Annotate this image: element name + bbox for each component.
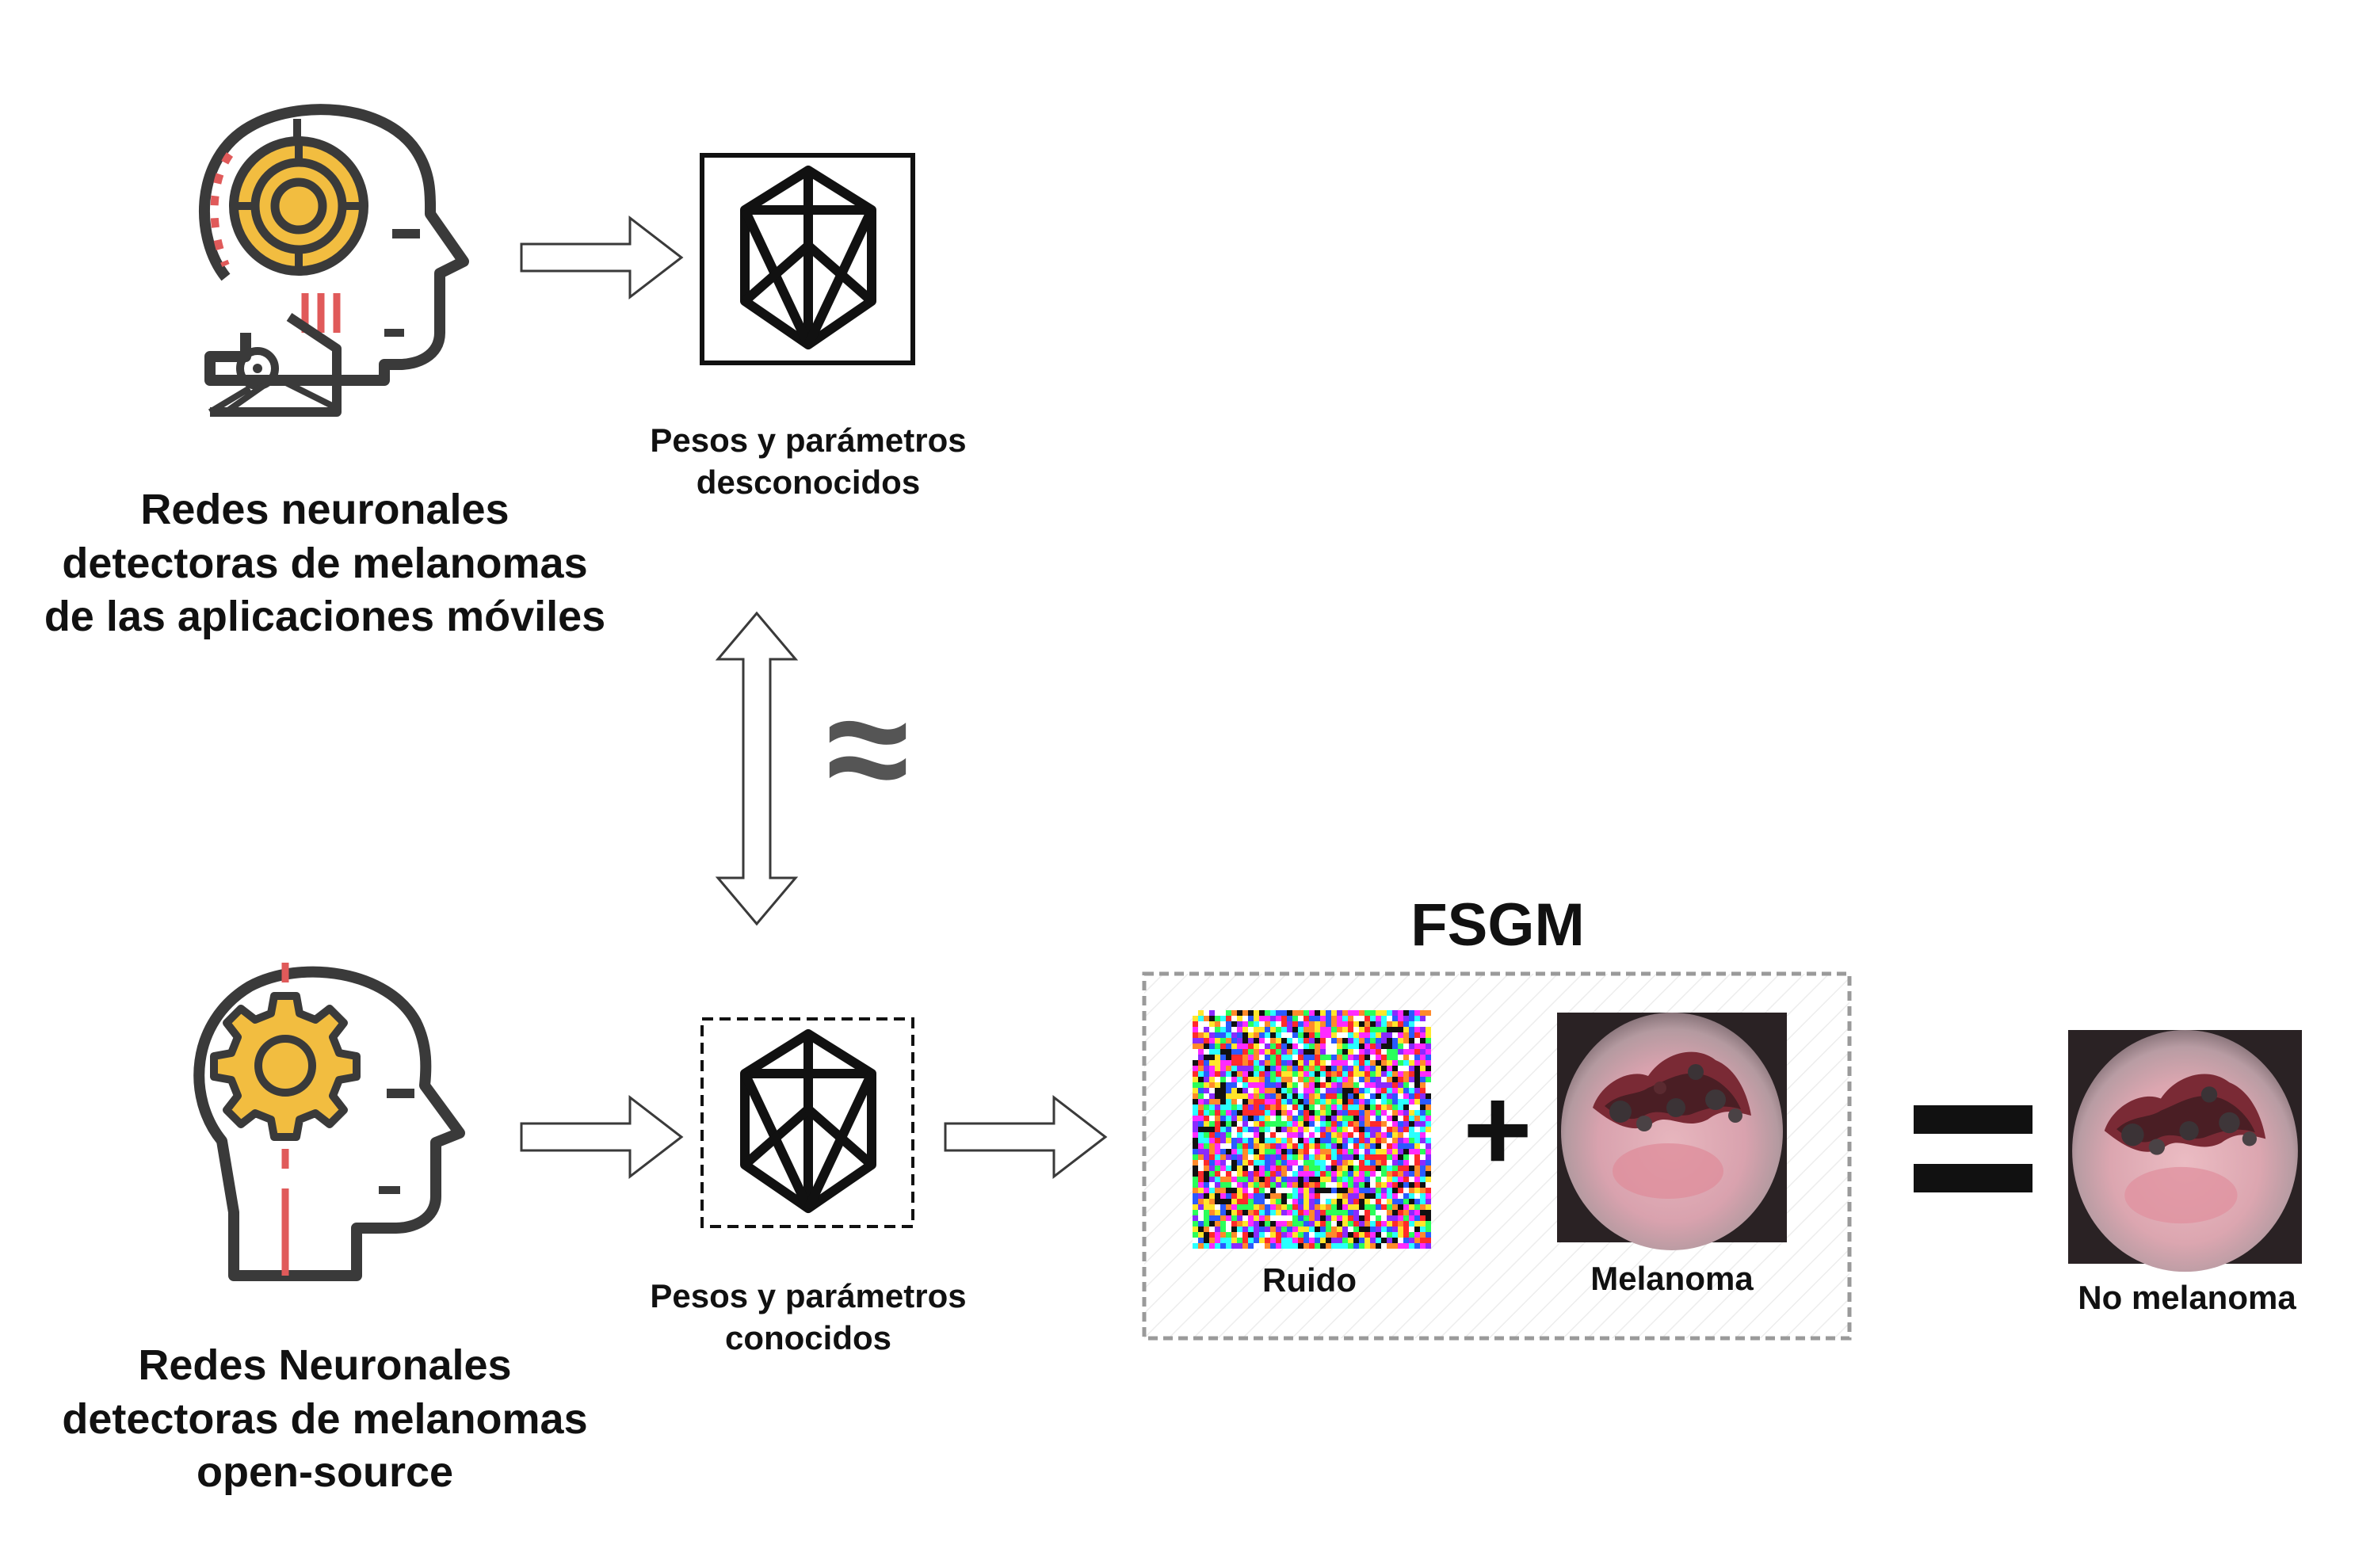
double-arrow-vertical [715, 611, 799, 926]
melanoma-image [1557, 1013, 1787, 1250]
fsgm-title: FSGM [1410, 891, 1585, 959]
noise-image [1193, 1010, 1431, 1249]
plus-symbol: + [1463, 1063, 1532, 1196]
melanoma-label: Melanoma [1590, 1260, 1754, 1297]
robot-head-icon [198, 104, 469, 417]
gear-head-icon [193, 963, 465, 1281]
top-polyhedron-model-icon [700, 153, 915, 365]
approx-symbol: ≈ [826, 665, 910, 833]
bottom-params-label: Pesos y parámetros conocidos [650, 1277, 967, 1356]
bottom-network-label: Redes Neuronales detectoras de melanomas… [62, 1341, 588, 1496]
top-params-label: Pesos y parámetros desconocidos [650, 422, 967, 501]
equals-sign [1914, 1105, 2032, 1192]
noise-label: Ruido [1262, 1261, 1357, 1299]
arrow-to-fsgm [944, 1094, 1108, 1180]
top-network-label: Redes neuronales detectoras de melanomas… [44, 486, 606, 640]
result-image [2068, 1030, 2302, 1272]
result-label: No melanoma [2078, 1279, 2296, 1316]
bottom-arrow-to-model [520, 1094, 684, 1180]
top-arrow-to-model [520, 215, 684, 300]
bottom-polyhedron-model-icon [700, 1017, 914, 1228]
